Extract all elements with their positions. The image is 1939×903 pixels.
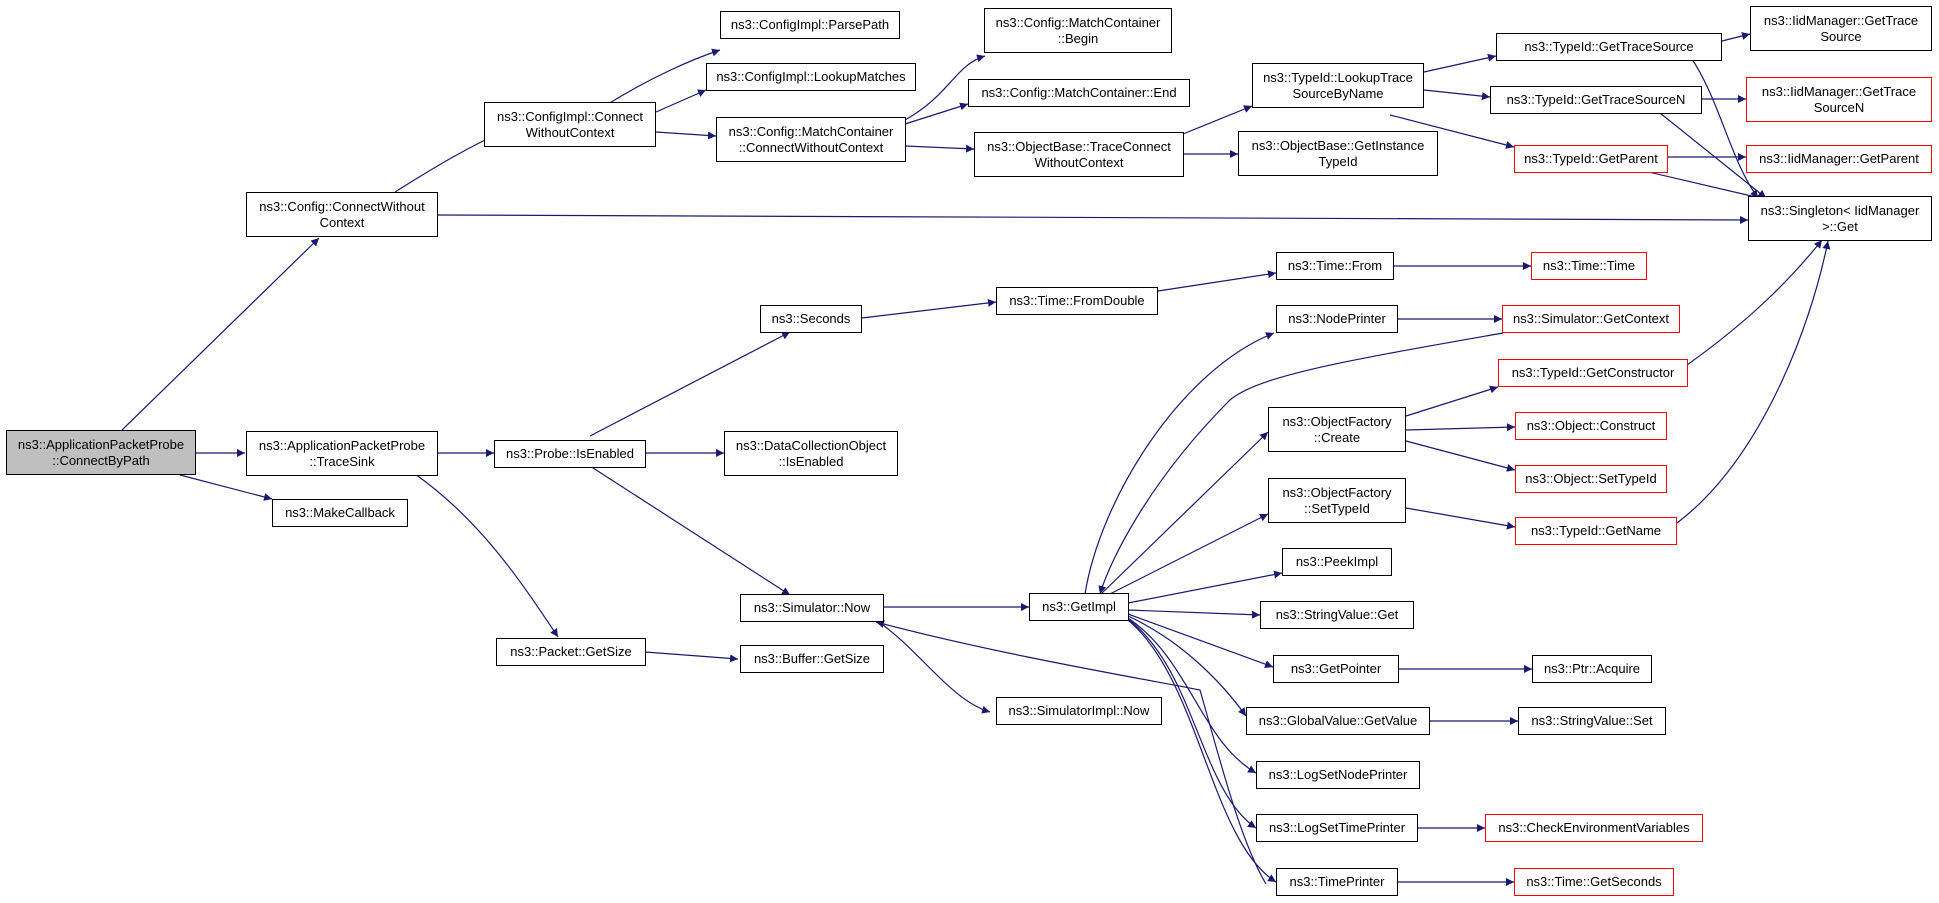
node-typeid-getparent[interactable]: ns3::TypeId::GetParent (1514, 145, 1668, 173)
node-time-fromdouble[interactable]: ns3::Time::FromDouble (996, 287, 1158, 315)
edge-root-makecallback (179, 474, 273, 501)
node-time-time[interactable]: ns3::Time::Time (1531, 252, 1647, 280)
node-peekimpl[interactable]: ns3::PeekImpl (1282, 548, 1392, 576)
node-iidmanager-gettracesourcen[interactable]: ns3::IidManager::GetTrace SourceN (1746, 77, 1932, 122)
node-objectbase-getinstance-typeid[interactable]: ns3::ObjectBase::GetInstance TypeId (1238, 131, 1438, 176)
edge-gettracesourcen-singleton (1659, 112, 1767, 199)
node-configimpl-lookupmatches[interactable]: ns3::ConfigImpl::LookupMatches (706, 63, 916, 91)
node-typeid-getconstructor[interactable]: ns3::TypeId::GetConstructor (1498, 359, 1688, 387)
node-logsettimeprinter[interactable]: ns3::LogSetTimePrinter (1256, 814, 1418, 842)
edge-getimpl-svget (1127, 609, 1261, 619)
edge-fromdouble-timefrom (1157, 270, 1277, 292)
edge-getimpl-lognodeprinter (1127, 617, 1257, 774)
edge-mccwc-end (904, 102, 969, 125)
node-trace-sink[interactable]: ns3::ApplicationPacketProbe ::TraceSink (246, 431, 438, 476)
node-checkenvironmentvariables[interactable]: ns3::CheckEnvironmentVariables (1485, 814, 1703, 842)
node-timeprinter[interactable]: ns3::TimePrinter (1276, 868, 1398, 896)
node-stringvalue-get[interactable]: ns3::StringValue::Get (1260, 601, 1414, 629)
node-singleton-iidmanager-get[interactable]: ns3::Singleton< IidManager >::Get (1748, 196, 1932, 241)
node-packet-getsize[interactable]: ns3::Packet::GetSize (496, 638, 646, 666)
node-getpointer[interactable]: ns3::GetPointer (1273, 655, 1399, 683)
edge-getcontext-getimpl (1098, 332, 1504, 595)
edge-root-cfg-cwc (121, 237, 320, 431)
edge-lookuptrace-gettracesourcen (1423, 89, 1491, 101)
edge-getimpl-ofsettypeid (1103, 513, 1269, 598)
edge-lookuptrace-getparent (1389, 114, 1515, 149)
node-typeid-gettracesource[interactable]: ns3::TypeId::GetTraceSource (1496, 33, 1722, 61)
node-configimpl-connect-without-context[interactable]: ns3::ConfigImpl::Connect WithoutContext (484, 102, 656, 147)
edge-getimpl-nodeprinter (1084, 332, 1275, 595)
node-globalvalue-getvalue[interactable]: ns3::GlobalValue::GetValue (1246, 707, 1430, 735)
node-simulator-now[interactable]: ns3::Simulator::Now (740, 594, 884, 622)
node-typeid-getname[interactable]: ns3::TypeId::GetName (1515, 517, 1677, 545)
node-simulatorimpl-now[interactable]: ns3::SimulatorImpl::Now (996, 697, 1162, 725)
edge-isenabled-simnow (589, 465, 791, 596)
edge-getimpl-timeprinter (1127, 619, 1277, 883)
edge-ofcreate-getconstructor (1405, 385, 1499, 417)
edge-gettracesource-iid (1721, 32, 1751, 42)
edge-ofsettypeid-getname (1405, 507, 1516, 530)
node-make-callback[interactable]: ns3::MakeCallback (272, 499, 408, 527)
node-matchcontainer-connect-without-context[interactable]: ns3::Config::MatchContainer ::ConnectWit… (716, 117, 906, 162)
node-matchcontainer-begin[interactable]: ns3::Config::MatchContainer ::Begin (984, 8, 1172, 53)
edge-timeprinter-simnow (875, 620, 1267, 885)
edge-implcwc-mccwc (655, 131, 717, 140)
edge-pktgetsize-bufgetsize (644, 651, 739, 663)
node-stringvalue-set[interactable]: ns3::StringValue::Set (1518, 707, 1666, 735)
node-iidmanager-getparent[interactable]: ns3::IidManager::GetParent (1746, 145, 1932, 173)
node-object-settypeid[interactable]: ns3::Object::SetTypeId (1515, 465, 1667, 493)
node-nodeprinter[interactable]: ns3::NodePrinter (1276, 305, 1398, 333)
node-simulator-getcontext[interactable]: ns3::Simulator::GetContext (1502, 305, 1680, 333)
node-probe-isenabled[interactable]: ns3::Probe::IsEnabled (494, 440, 646, 468)
edge-obtcwc-lookuptrace (1182, 105, 1253, 135)
edge-getconstructor-singleton (1686, 239, 1823, 366)
node-config-connect-without-context[interactable]: ns3::Config::ConnectWithout Context (246, 192, 438, 237)
node-logsetnodeprinter[interactable]: ns3::LogSetNodePrinter (1256, 761, 1420, 789)
edge-getimpl-gvgetvalue (1127, 615, 1247, 717)
node-typeid-gettracesourcen[interactable]: ns3::TypeId::GetTraceSourceN (1490, 86, 1702, 114)
edge-lookuptrace-gettracesource (1423, 53, 1497, 73)
edge-implcwc-lookupmatches (655, 89, 707, 113)
edge-mccwc-begin (904, 54, 986, 121)
edge-getimpl-peekimpl (1127, 570, 1283, 604)
node-time-from[interactable]: ns3::Time::From (1276, 252, 1394, 280)
node-ptr-acquire[interactable]: ns3::Ptr::Acquire (1532, 655, 1652, 683)
edge-tracesink-pktgetsize (414, 473, 559, 638)
edge-getname-singleton (1676, 240, 1831, 524)
edge-getimpl-logtimeprinter (1127, 618, 1257, 829)
edge-ofcreate-construct (1405, 423, 1516, 432)
edge-simnow-simimplnow (875, 619, 991, 714)
node-getimpl[interactable]: ns3::GetImpl (1029, 593, 1129, 621)
node-objectbase-traceconnect-without-context[interactable]: ns3::ObjectBase::TraceConnect WithoutCon… (974, 132, 1184, 177)
node-object-construct[interactable]: ns3::Object::Construct (1515, 412, 1667, 440)
edge-implcwc-parsepath (607, 48, 721, 105)
edge-ofcreate-settypeid (1405, 440, 1516, 472)
node-iidmanager-gettracesource[interactable]: ns3::IidManager::GetTrace Source (1750, 6, 1932, 51)
node-seconds[interactable]: ns3::Seconds (760, 305, 862, 333)
edge-mccwc-obtcwc (904, 144, 975, 153)
node-time-getseconds[interactable]: ns3::Time::GetSeconds (1514, 868, 1674, 896)
node-datacollection-isenabled[interactable]: ns3::DataCollectionObject ::IsEnabled (724, 431, 898, 476)
node-objectfactory-create[interactable]: ns3::ObjectFactory ::Create (1268, 407, 1406, 452)
edge-cfgcwc-singleton (437, 214, 1749, 224)
edge-seconds-fromdouble (861, 298, 997, 319)
edge-getparent-singleton (1639, 169, 1761, 201)
node-lookuptrace-source-by-name[interactable]: ns3::TypeId::LookupTrace SourceByName (1252, 63, 1424, 108)
edge-isenabled-seconds (589, 331, 791, 437)
edge-getimpl-ofcreate (1099, 431, 1269, 596)
edge-getimpl-getpointer (1127, 613, 1274, 669)
node-matchcontainer-end[interactable]: ns3::Config::MatchContainer::End (968, 79, 1190, 107)
node-buffer-getsize[interactable]: ns3::Buffer::GetSize (740, 645, 884, 673)
node-objectfactory-settypeid[interactable]: ns3::ObjectFactory ::SetTypeId (1268, 478, 1406, 523)
node-configimpl-parsepath[interactable]: ns3::ConfigImpl::ParsePath (720, 11, 900, 39)
node-connect-by-path[interactable]: ns3::ApplicationPacketProbe ::ConnectByP… (6, 430, 196, 475)
